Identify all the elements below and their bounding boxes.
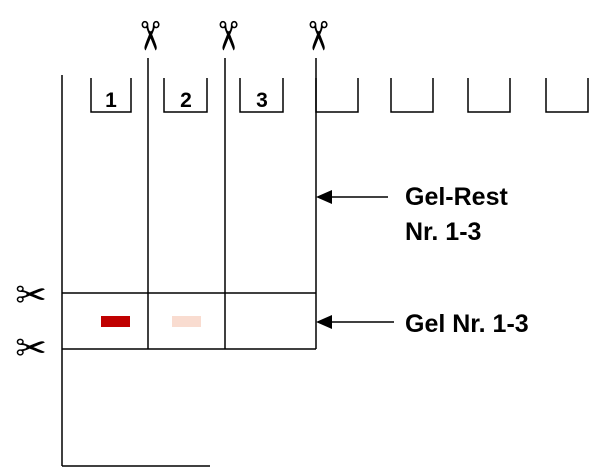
band-lane-2 — [172, 316, 201, 327]
lane-number-3: 3 — [256, 89, 268, 112]
label-gel-rest-line-2: Nr. 1-3 — [405, 218, 481, 246]
well-lane-2 — [163, 78, 208, 113]
scissors-icon: ✂ — [126, 19, 172, 53]
empty-well — [467, 78, 511, 113]
empty-well — [390, 78, 434, 113]
scissors-icon: ✂ — [15, 273, 47, 317]
gel-outline — [61, 58, 317, 467]
well-lane-3 — [239, 78, 284, 113]
band-lane-1 — [101, 316, 130, 327]
scissors-icon: ✂ — [15, 326, 47, 370]
lane-number-1: 1 — [105, 89, 117, 112]
label-gel-rest-line-1: Gel-Rest — [405, 183, 508, 211]
empty-well — [315, 78, 359, 113]
label-gel: Gel Nr. 1-3 — [405, 310, 529, 338]
scissors-icon: ✂ — [294, 19, 340, 53]
empty-well — [545, 78, 589, 113]
arrow-left-icon — [316, 315, 394, 329]
arrow-left-icon — [316, 190, 388, 204]
lane-number-2: 2 — [180, 89, 192, 112]
empty-wells — [315, 78, 589, 113]
scissors-icon: ✂ — [204, 19, 250, 53]
lane-wells — [90, 78, 284, 113]
well-lane-1 — [90, 78, 132, 113]
